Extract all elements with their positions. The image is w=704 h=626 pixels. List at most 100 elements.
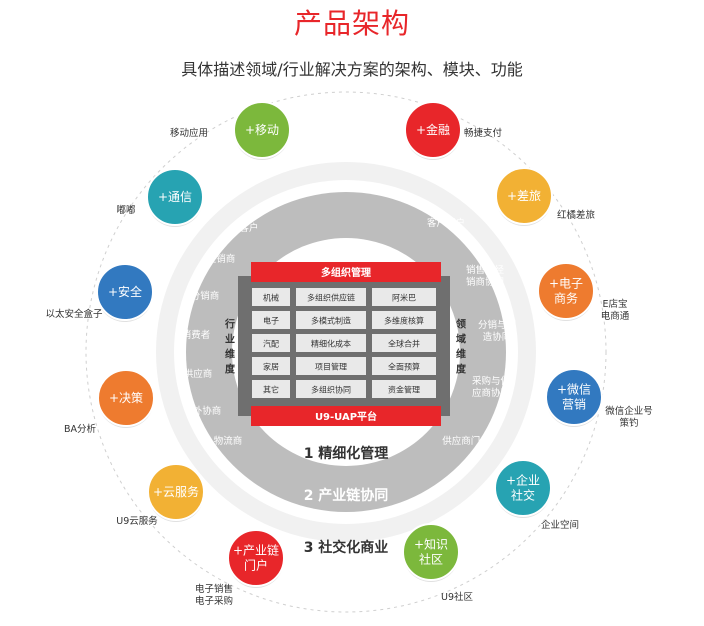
node-circle [97, 369, 155, 427]
core-cell [296, 288, 366, 306]
core-top-bar [251, 262, 441, 282]
node-knowledge-title: +知识社区 [414, 538, 448, 567]
core-cell-label: 精细化成本 [311, 339, 351, 349]
core-cell [372, 380, 436, 398]
node-cloud-title: +云服务 [153, 484, 199, 499]
node-circle [233, 101, 291, 159]
band-label-1: 1 精细化管理 [304, 445, 389, 462]
node-security-label: 以太安全盒子 [45, 308, 103, 320]
core-cell [372, 334, 436, 352]
core-top-bar-label: 多组织管理 [321, 266, 371, 279]
core-cell [372, 311, 436, 329]
node-chain-label: 电子销售电子采购 [195, 583, 233, 607]
node-travel-label: 红橘差旅 [557, 209, 596, 221]
band-label-2: 2 产业链协同 [304, 487, 389, 504]
core-cell-label: 电子 [263, 316, 279, 326]
core-cell-label: 全面预算 [388, 362, 420, 372]
core-cell-label: 汽配 [263, 339, 279, 349]
ring-right-label: 采购与供应商协同 [472, 375, 511, 399]
ring-right-label: 客户门户 [427, 217, 465, 229]
core-cell [296, 334, 366, 352]
node-comm-title: +通信 [158, 190, 192, 204]
node-mobile-title: +移动 [245, 123, 279, 137]
core-cell-label: 资金管理 [388, 385, 420, 395]
core-cell-label: 全球合并 [388, 339, 420, 349]
ring-left-label: 客户 [239, 222, 258, 234]
ring-left-label: 物流商 [214, 435, 243, 447]
node-wechat[interactable]: +微信营销微信企业号策钓 [545, 368, 653, 429]
page-subtitle: 具体描述领域/行业解决方案的架构、模块、功能 [181, 60, 523, 79]
node-mobile[interactable]: +移动 移动应用 [170, 101, 291, 160]
node-decision-label: BA分析 [64, 423, 97, 435]
core-cell-label: 多组织协同 [311, 385, 351, 395]
core-bottom-bar [251, 406, 441, 426]
node-circle [227, 529, 285, 587]
node-enterprise-label: 企业空间 [541, 519, 579, 531]
orbit-circle [85, 91, 607, 613]
node-finance-label: 畅捷支付 [464, 127, 503, 139]
core-cell-label: 家居 [263, 362, 279, 372]
core-cell-label: 机械 [263, 293, 279, 303]
core-cell-label: 多模式制造 [311, 316, 351, 326]
node-cloud-label: U9云服务 [116, 515, 158, 527]
core-cell-label: 项目管理 [315, 362, 347, 372]
node-circle [495, 167, 553, 225]
node-circle [147, 463, 205, 521]
node-finance[interactable]: +金融 畅捷支付 [404, 101, 503, 160]
node-mobile-label: 移动应用 [170, 127, 208, 139]
node-circle [96, 263, 154, 321]
core-bottom-bar-label: U9-UAP平台 [315, 410, 377, 423]
node-circle [537, 262, 595, 320]
node-chain-title: +产业链门户 [233, 543, 279, 573]
core-cell-label: 其它 [263, 385, 279, 395]
band-label-3: 3 社交化商业 [304, 539, 389, 556]
node-wechat-title: +微信营销 [557, 383, 591, 412]
ring-right-label: 销售与经销商协同 [466, 264, 505, 288]
node-knowledge[interactable]: +知识社区 U9社区 [402, 523, 473, 603]
node-circle [404, 101, 462, 159]
domain-dimension-label: 领域维度 [456, 318, 467, 376]
core-cell [252, 380, 290, 398]
core-cell [252, 288, 290, 306]
core-cell [296, 311, 366, 329]
core-cell-label: 多维度核算 [384, 316, 424, 326]
node-circle [402, 523, 460, 581]
ring-right-label: 分销与制造协同 [478, 319, 516, 343]
node-security-title: +安全 [108, 284, 142, 299]
ring-left-label: 经销商 [207, 253, 236, 265]
node-comm-label: 嘟嘟 [116, 204, 136, 216]
node-circle [146, 168, 204, 226]
core-cell-label: 多组织供应链 [307, 293, 355, 303]
ring-labels: 客户经销商分销商消费者供应商外协商物流商客户门户销售与经销商协同分销与制造协同采… [182, 217, 516, 447]
core-cell [372, 357, 436, 375]
core-cell [252, 311, 290, 329]
node-knowledge-label: U9社区 [441, 591, 473, 603]
node-wechat-label: 微信企业号策钓 [605, 405, 653, 429]
ring-left-label: 分销商 [191, 290, 220, 302]
page-title: 产品架构 [293, 7, 410, 40]
node-cloud[interactable]: +云服务 U9云服务 [116, 463, 205, 527]
core-cell [252, 334, 290, 352]
ring-left-label: 供应商 [184, 368, 213, 380]
ring-right-label: 供应商门户 [442, 435, 490, 447]
core-cell-label: 阿米巴 [392, 293, 416, 303]
node-ecommerce-title: +电子商务 [549, 277, 583, 306]
core-cell [372, 288, 436, 306]
node-enterprise-title: +企业社交 [506, 473, 540, 503]
core-cell [252, 357, 290, 375]
ring-left-label: 外协商 [193, 405, 222, 417]
node-finance-title: +金融 [416, 122, 450, 137]
node-travel-title: +差旅 [507, 189, 541, 203]
